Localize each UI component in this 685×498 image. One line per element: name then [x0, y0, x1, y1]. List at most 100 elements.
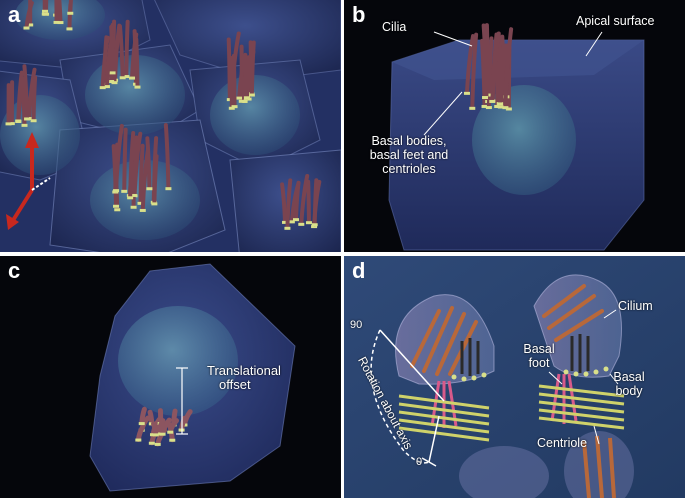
cilia-label: Cilia: [382, 20, 407, 34]
cilium-strand: [100, 35, 110, 90]
basal-body: [228, 106, 235, 110]
cilium-strand: [229, 55, 234, 110]
basal-body: [103, 85, 110, 89]
basal-body: [146, 187, 153, 191]
panel-d: d 90 0 Rotation about axis Cilium Basal …: [344, 256, 685, 498]
basal-body: [311, 225, 318, 229]
basal-body: [30, 119, 37, 123]
basal-body: [236, 96, 243, 100]
basal-body: [8, 122, 15, 126]
cilium-strand: [167, 418, 180, 435]
basal-body: [154, 442, 161, 446]
basal-body: [119, 76, 126, 80]
basal-body-label-line-1: Basal: [613, 370, 645, 384]
basal-body: [129, 76, 136, 80]
cilium-strand: [152, 154, 159, 206]
basal-body: [27, 23, 34, 27]
cilium-strand: [470, 32, 479, 110]
basal-body: [497, 105, 504, 109]
basal-body: [5, 122, 12, 126]
offset-label-line-2: offset: [219, 377, 251, 392]
cilium-strand: [285, 178, 293, 230]
basal-body: [43, 12, 50, 16]
cilium-strand: [128, 131, 136, 200]
basal-body: [113, 204, 120, 208]
basal-body: [284, 226, 291, 230]
cilium-strand: [490, 31, 501, 103]
cilium-strand: [231, 53, 237, 109]
cilium-strand: [135, 425, 145, 443]
cilium-strand: [139, 406, 147, 426]
basal-body: [152, 433, 159, 437]
basal-body: [311, 223, 318, 227]
cilium-strand: [104, 43, 113, 89]
basal-body: [151, 202, 158, 206]
centriole-right: [538, 384, 625, 430]
basal-body: [123, 75, 130, 79]
cilia-bundles: [5, 0, 322, 230]
basal-body: [288, 220, 295, 224]
cilium-strand: [117, 24, 125, 80]
cilium-strand: [249, 40, 256, 97]
cilium-strand: [31, 75, 38, 123]
basal-body: [169, 438, 176, 442]
basal-body: [130, 205, 137, 209]
ninety-degree-label: 90: [350, 319, 363, 331]
basal-body: [494, 105, 501, 109]
cilium-strand: [131, 143, 140, 197]
cilium-strand: [160, 417, 172, 437]
basal-body: [167, 430, 174, 434]
basal-body: [293, 218, 300, 222]
nucleus: [472, 85, 576, 195]
ciliary-axoneme-right: [533, 274, 622, 378]
basal-body: [243, 96, 250, 100]
offset-bracket: [176, 367, 188, 435]
basal-body: [231, 105, 238, 109]
basal-body: [489, 99, 496, 103]
basal-body: [482, 96, 489, 100]
cilium-strand: [145, 136, 152, 191]
panel-b: b Cilia Apical surface Basal bodies, bas…: [344, 0, 685, 252]
panel-b-letter: b: [352, 2, 366, 27]
panel-c-illustration: [89, 263, 296, 492]
cilium-strand: [244, 51, 254, 100]
cilium-strand: [464, 34, 476, 95]
cilium-strand: [299, 173, 310, 226]
leader-lines: [548, 309, 619, 445]
cilium-strand: [138, 143, 145, 205]
cilium-strand: [306, 179, 311, 225]
basal-body: [282, 220, 289, 224]
basal-body-dots: [451, 366, 609, 382]
panel-c-letter: c: [8, 258, 21, 283]
cilium-strand: [155, 418, 166, 436]
centriole-label: Centriole: [537, 436, 588, 450]
zero-degree-label: 0: [416, 456, 423, 468]
basal-body: [248, 93, 255, 97]
panel-a-letter: a: [8, 2, 21, 27]
nucleus: [118, 306, 238, 416]
panel-a: a: [0, 0, 341, 252]
panel-d-letter: d: [352, 258, 366, 283]
cilium-strand: [124, 19, 130, 79]
cilium-strand: [312, 178, 319, 227]
basal-body: [109, 71, 116, 75]
basal-body: [121, 189, 128, 193]
basal-body: [238, 99, 245, 103]
panel-d-illustration: [344, 256, 685, 498]
translational-offset-label: Translational offset: [207, 364, 281, 392]
cilium-strand: [57, 0, 63, 25]
lower-cilium-group: [459, 431, 634, 498]
basal-body: [42, 9, 49, 13]
cilium-strand: [22, 64, 30, 121]
cilium-strand: [27, 67, 37, 121]
rotation-arc: [370, 329, 445, 467]
basal-body: [502, 106, 509, 110]
basal-body: [99, 86, 106, 90]
cilium-strand: [163, 123, 171, 191]
basal-body: [67, 11, 74, 15]
basal-body: [165, 187, 172, 191]
cilium-strand: [294, 180, 301, 222]
cilium-strand: [134, 37, 140, 89]
panel-a-illustration: [0, 0, 341, 252]
basal-body: [111, 81, 118, 85]
